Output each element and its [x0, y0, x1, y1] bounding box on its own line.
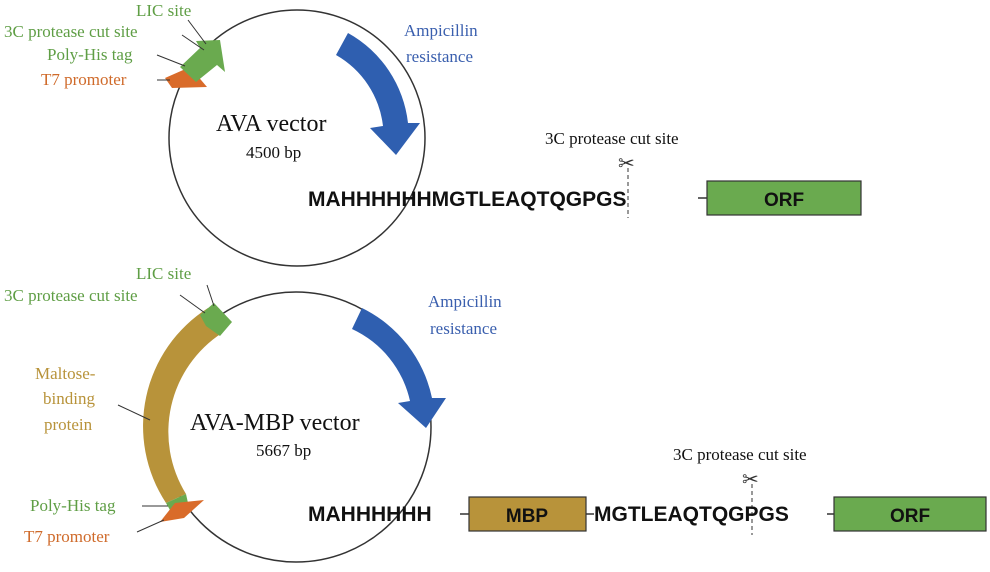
ava-plasmid: LIC site 3C protease cut site Poly-His t… [4, 1, 478, 267]
ava-vector-size: 4500 bp [246, 143, 301, 162]
mbp-peptide-sequence-2: MGTLEAQTQGPGS [594, 503, 789, 526]
mbp-plasmid: LIC site 3C protease cut site Maltose- b… [4, 264, 502, 563]
ava-ampicillin-label-1: Ampicillin [404, 21, 478, 40]
mbp-box [468, 496, 587, 532]
ava-polyhis-arrow [180, 40, 225, 82]
mbp-orf-box [833, 496, 987, 532]
ava-lic-label: LIC site [136, 1, 191, 20]
mbp-ampicillin-arrow [352, 308, 446, 428]
mbp-peptide-sequence-1: MAHHHHHH [308, 503, 432, 526]
ava-sequence-row: 3C protease cut site ✂ MAHHHHHHMGTLEAQTQ… [308, 129, 862, 218]
ava-vector-name: AVA vector [216, 111, 326, 137]
mbp-ampicillin-label-1: Ampicillin [428, 292, 502, 311]
mbp-maltose-label-2: binding [43, 389, 95, 408]
mbp-maltose-label-1: Maltose- [35, 364, 96, 383]
mbp-vector-name: AVA-MBP vector [190, 410, 360, 436]
mbp-polyhis-label: Poly-His tag [30, 496, 116, 515]
mbp-cut-label: 3C protease cut site [673, 445, 807, 464]
mbp-maltose-label-3: protein [44, 415, 93, 434]
mbp-lic-arrow [200, 303, 232, 336]
ava-t7-promoter-arrow [165, 67, 207, 88]
mbp-box-label: MBP [506, 506, 549, 527]
ava-orf-label: ORF [764, 190, 804, 211]
mbp-vector-size: 5667 bp [256, 441, 311, 460]
ava-plasmid-circle [168, 9, 426, 267]
mbp-protease-label: 3C protease cut site [4, 286, 138, 305]
ava-polyhis-label: Poly-His tag [47, 45, 133, 64]
ava-protease-leader [181, 34, 205, 51]
mbp-maltose-leader [117, 404, 151, 421]
ava-ampicillin-label-2: resistance [406, 47, 473, 66]
ava-t7-label: T7 promoter [41, 70, 127, 89]
mbp-t7-leader [136, 519, 165, 533]
mbp-t7-label: T7 promoter [24, 527, 110, 546]
mbp-protease-leader [179, 294, 206, 314]
mbp-ampicillin-label-2: resistance [430, 319, 497, 338]
ava-polyhis-leader [156, 54, 186, 67]
mbp-sequence-row: 3C protease cut site ✂ MAHHHHHH MBP MGTL… [308, 445, 987, 535]
mbp-t7-promoter-arrow [160, 500, 204, 522]
ava-lic-leader [187, 19, 207, 45]
mbp-lic-leader [206, 284, 215, 307]
ava-scissors-icon: ✂ [618, 153, 635, 175]
ava-cut-label: 3C protease cut site [545, 129, 679, 148]
ava-ampicillin-arrow [336, 33, 420, 155]
ava-peptide-sequence: MAHHHHHHMGTLEAQTQGPGS [308, 188, 627, 211]
mbp-orf-label: ORF [890, 506, 930, 527]
ava-protease-label: 3C protease cut site [4, 22, 138, 41]
ava-orf-box [706, 180, 862, 216]
mbp-polyhis-arrow [166, 494, 188, 510]
mbp-scissors-icon: ✂ [742, 469, 759, 491]
mbp-maltose-binding-arc [143, 308, 222, 503]
mbp-lic-label: LIC site [136, 264, 191, 283]
